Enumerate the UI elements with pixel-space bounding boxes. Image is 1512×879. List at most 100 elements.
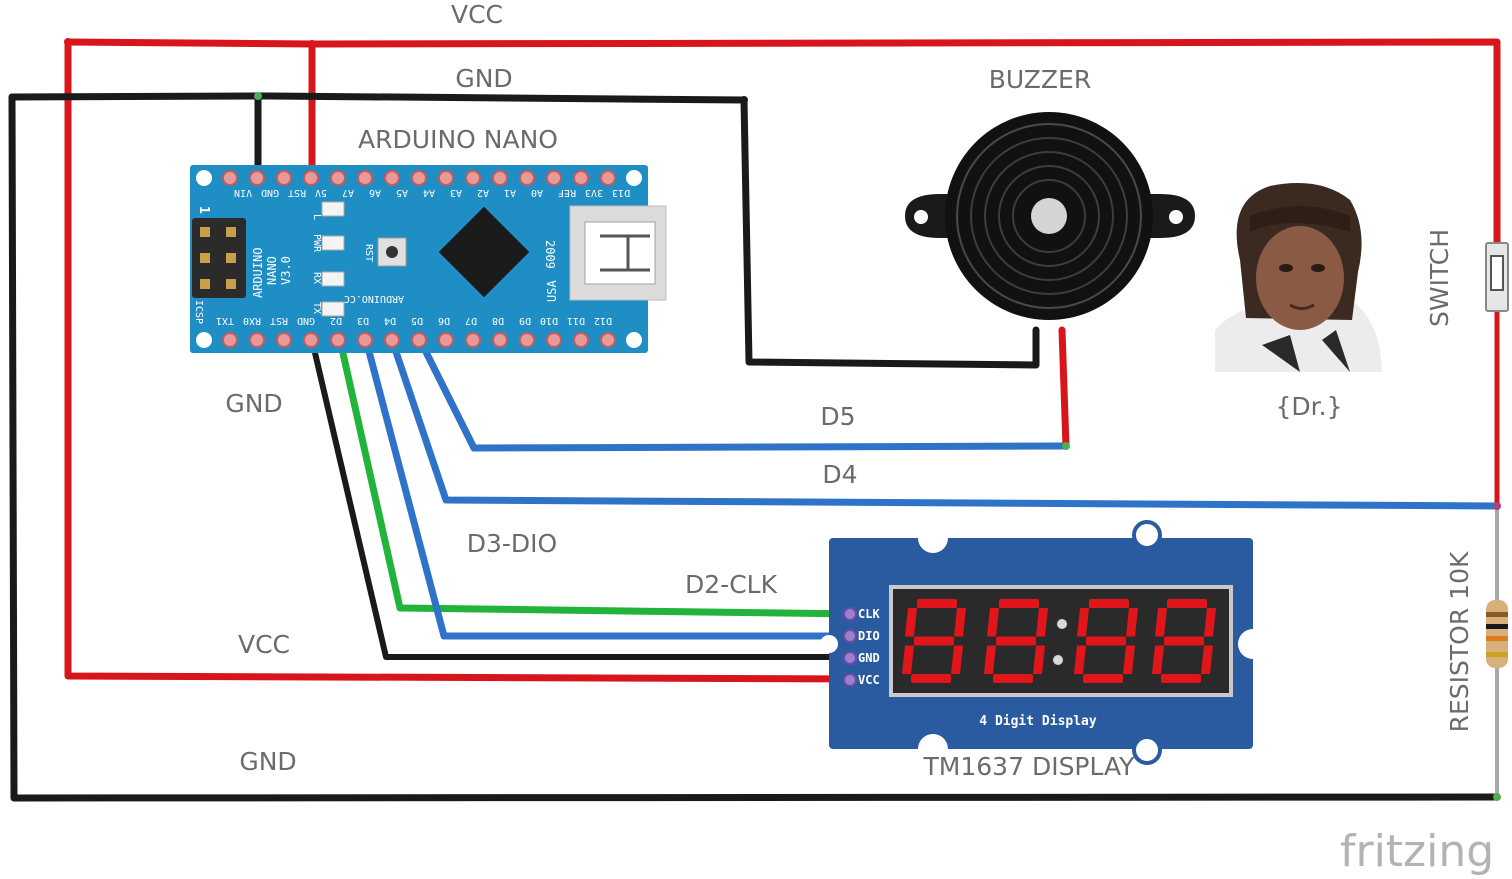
segment-vertical xyxy=(1201,645,1213,674)
wire-gnd-left xyxy=(8,93,1501,802)
nano-rst-label: RST xyxy=(363,244,374,262)
wire-gnd-top xyxy=(8,92,1040,369)
nano-bottom-pin-label: RST xyxy=(270,315,288,326)
nano-top-pin-label: VIN xyxy=(234,187,252,198)
display-pin-label: CLK xyxy=(858,607,880,621)
nano-top-pin-label: A3 xyxy=(450,187,462,198)
display-pin-header: CLK DIO GND VCC xyxy=(843,607,880,687)
segment-horizontal xyxy=(1086,636,1126,646)
nano-site: ARDUINO.CC xyxy=(344,293,404,304)
nano-board-text-2: NANO xyxy=(265,256,279,285)
nano-pin-pad xyxy=(249,332,265,348)
nano-pin-pad xyxy=(330,332,346,348)
label-vcc-top: VCC xyxy=(451,0,503,29)
nano-pin-pad xyxy=(600,170,616,186)
joint-dot xyxy=(308,40,316,48)
nano-pin-pad xyxy=(519,170,535,186)
wire-gnd-display xyxy=(309,337,863,660)
nano-bottom-pin-label: D10 xyxy=(540,315,558,326)
wire-d2-clk xyxy=(336,336,864,618)
label-switch: SWITCH xyxy=(1425,229,1454,327)
segment-vertical xyxy=(1126,608,1138,637)
joint-dot xyxy=(1062,442,1070,450)
nano-top-pin-label: A5 xyxy=(396,187,408,198)
label-d4: D4 xyxy=(822,460,857,489)
nano-bottom-pin-label: D8 xyxy=(492,315,504,326)
label-d3-dio: D3-DIO xyxy=(467,529,557,558)
nano-top-pin-label: RST xyxy=(288,187,306,198)
nano-top-pin-label: 5V xyxy=(315,187,327,198)
wire-d3-dio xyxy=(362,336,864,640)
nano-year: 2009 xyxy=(543,240,557,269)
switch xyxy=(1485,242,1509,312)
seven-segment-digits xyxy=(902,599,1216,683)
segment-horizontal xyxy=(1167,599,1207,608)
segment-horizontal xyxy=(1083,674,1123,683)
nano-pin-pad xyxy=(546,170,562,186)
wire-vcc-main xyxy=(64,38,1501,249)
nano-pin-pad xyxy=(573,170,589,186)
label-arduino-nano: ARDUINO NANO xyxy=(358,125,558,154)
nano-pin-pad xyxy=(465,170,481,186)
label-tm1637-display: TM1637 DISPLAY xyxy=(923,752,1136,781)
nano-bottom-pin-label: RX0 xyxy=(243,315,261,326)
display-pin-pad xyxy=(843,651,857,665)
joint-dot xyxy=(1493,502,1501,510)
nano-icsp-label: ICSP xyxy=(193,300,204,324)
nano-bottom-pin-label: D7 xyxy=(465,315,477,326)
segment-vertical xyxy=(984,645,996,674)
nano-bottom-pin-label: D6 xyxy=(438,315,450,326)
nano-bottom-pin-label: D5 xyxy=(411,315,423,326)
nano-top-pin-label: A6 xyxy=(369,187,381,198)
display-pin-label: DIO xyxy=(858,629,880,643)
nano-led-pwr: PWR xyxy=(311,234,322,253)
nano-pin-pad xyxy=(438,332,454,348)
nano-bottom-pin-label: D3 xyxy=(357,315,369,326)
segment-horizontal xyxy=(993,674,1033,683)
segment-horizontal xyxy=(914,636,954,646)
nano-pin-pad xyxy=(600,332,616,348)
nano-led-l: L xyxy=(311,214,322,220)
display-pin-pad xyxy=(843,629,857,643)
segment-vertical xyxy=(1155,608,1167,637)
nano-pin-pad xyxy=(411,170,427,186)
segment-vertical xyxy=(1077,608,1089,637)
segment-horizontal xyxy=(1164,636,1204,646)
joint-dot xyxy=(740,96,748,104)
nano-pin-pad xyxy=(303,332,319,348)
nano-pin-pad xyxy=(276,332,292,348)
nano-top-pin-label: 3V3 xyxy=(585,187,603,198)
segment-horizontal xyxy=(1161,674,1201,683)
segment-vertical xyxy=(1123,645,1135,674)
nano-pin-pad xyxy=(411,332,427,348)
arduino-nano-board: ARDUINO NANO V3.0 ICSP 1 2009 USA ARDUIN… xyxy=(190,165,667,353)
segment-vertical xyxy=(905,608,917,637)
segment-vertical xyxy=(902,645,914,674)
nano-board-text-3: V3.0 xyxy=(279,256,293,285)
display-caption: 4 Digit Display xyxy=(979,714,1097,729)
segment-vertical xyxy=(1204,608,1216,637)
display-pin-label: VCC xyxy=(858,673,880,687)
label-resistor: RESISTOR 10K xyxy=(1445,551,1474,732)
nano-pin-pad xyxy=(465,332,481,348)
nano-top-pin-label: A7 xyxy=(342,187,354,198)
nano-pin-pad xyxy=(303,170,319,186)
wire-d5 xyxy=(416,336,1070,452)
tm1637-display-module: CLK DIO GND VCC 4 Digit Display xyxy=(820,520,1268,765)
label-gnd-left: GND xyxy=(225,389,282,418)
fritzing-logo: fritzing xyxy=(1340,826,1494,877)
nano-pin-pad xyxy=(357,332,373,348)
segment-vertical xyxy=(987,608,999,637)
nano-led-tx: TX xyxy=(311,302,322,314)
display-pin-label: GND xyxy=(858,651,880,665)
colon-dot-top xyxy=(1057,619,1067,629)
buzzer xyxy=(905,112,1195,320)
segment-horizontal xyxy=(996,636,1036,646)
wire-vcc-left xyxy=(64,38,864,683)
segment-horizontal xyxy=(917,599,957,608)
segment-vertical xyxy=(1033,645,1045,674)
nano-pin-pad xyxy=(276,170,292,186)
nano-pin-pad xyxy=(330,170,346,186)
segment-horizontal xyxy=(999,599,1039,608)
